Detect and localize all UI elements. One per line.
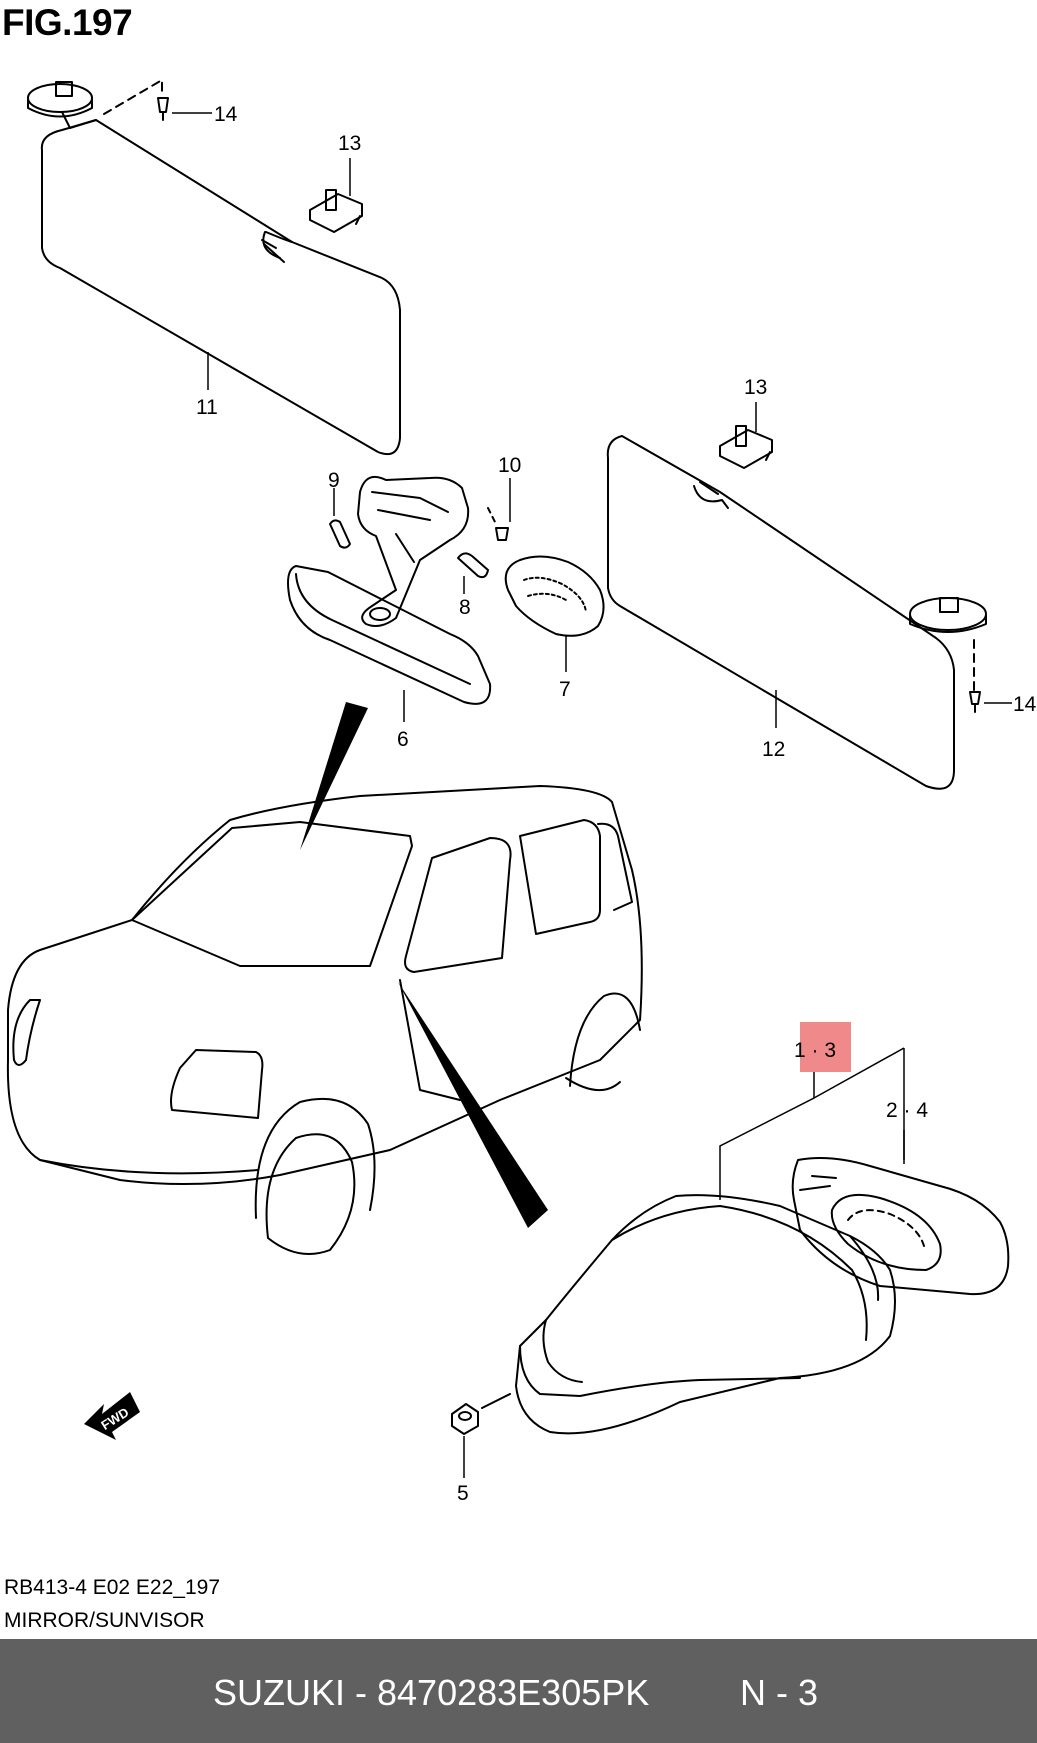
footer-part-number: SUZUKI - 8470283E305PK [213,1672,650,1713]
nut-5 [451,1393,511,1478]
callout-2-4: 2 · 4 [886,1099,928,1122]
sun-visor-right [606,435,987,790]
rear-view-mirror [287,476,492,705]
footer-bar: SUZUKI - 8470283E305PK N - 3 [0,1639,1037,1743]
outside-mirror [515,1157,1010,1435]
screw-14-right [969,691,1012,713]
figure-title: FIG.197 [2,2,133,43]
callout-12: 12 [762,738,785,761]
callout-14-right: 14 [1013,693,1037,716]
callout-highlight [800,1022,851,1072]
callout-1-3: 1 · 3 [794,1039,836,1062]
callout-13-right: 13 [744,376,767,399]
footer-page-ref: N - 3 [740,1672,819,1713]
pointer-wedge-rearview [300,702,368,850]
callout-9: 9 [328,469,340,492]
diagram-caption: MIRROR/SUNVISOR [4,1609,205,1632]
callout-8: 8 [459,596,471,619]
callout-14-left: 14 [214,103,238,126]
bulb-8 [457,552,489,594]
leader-1-3 [719,1066,815,1200]
screw-14-left [157,97,212,121]
callout-6: 6 [397,728,409,751]
pin-9 [329,488,351,549]
sun-visor-left [27,79,401,456]
screw-10 [487,478,511,541]
leader-2-4-join [813,1047,905,1099]
callout-13-top: 13 [338,132,361,155]
vehicle-outline [6,785,643,1255]
parts-diagram: 14 13 11 14 13 12 [6,79,1037,1505]
lamp-cover-7 [504,555,605,672]
drawing-code: RB413-4 E02 E22_197 [4,1576,220,1599]
callout-11: 11 [196,396,218,419]
pointer-wedge-outside [398,982,548,1228]
callout-10: 10 [498,454,521,477]
callout-7: 7 [559,678,571,701]
clip-13-right [719,402,773,469]
fwd-arrow-icon: FWD [84,1392,140,1440]
callout-5: 5 [457,1482,469,1505]
clip-13-top [309,158,363,233]
